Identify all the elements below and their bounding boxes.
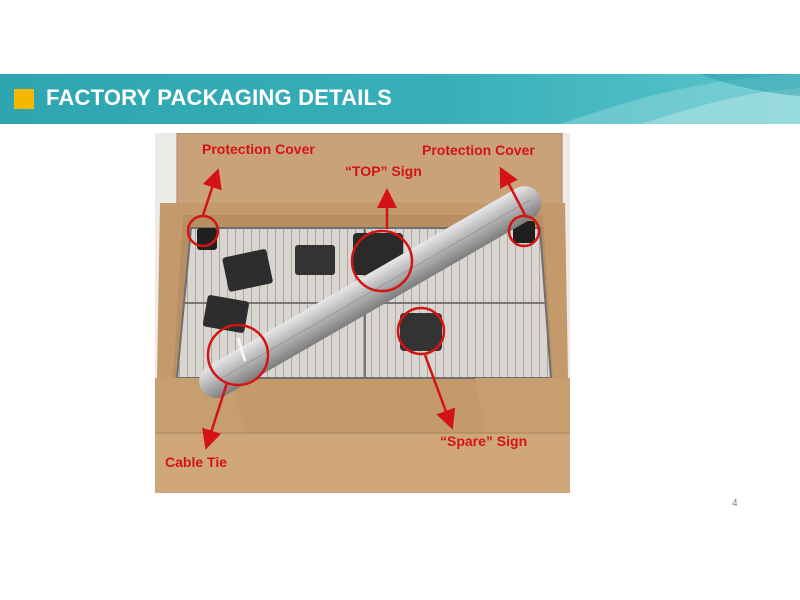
title-accent-square <box>14 89 34 109</box>
cable-tie-label: Cable Tie <box>165 454 227 470</box>
title-banner: FACTORY PACKAGING DETAILS <box>0 74 800 124</box>
page-number: 4 <box>732 498 738 509</box>
packaging-photo: Protection Cover Protection Cover “TOP” … <box>155 133 570 493</box>
packaging-photo-illustration: Protection Cover Protection Cover “TOP” … <box>155 133 570 493</box>
protection-cover-left-label: Protection Cover <box>202 141 315 157</box>
banner-background <box>0 74 800 124</box>
top-sign-label: “TOP” Sign <box>345 163 422 179</box>
spare-sign-label: “Spare” Sign <box>440 433 527 449</box>
protection-cover-right-label: Protection Cover <box>422 142 535 158</box>
page-title: FACTORY PACKAGING DETAILS <box>46 85 393 110</box>
